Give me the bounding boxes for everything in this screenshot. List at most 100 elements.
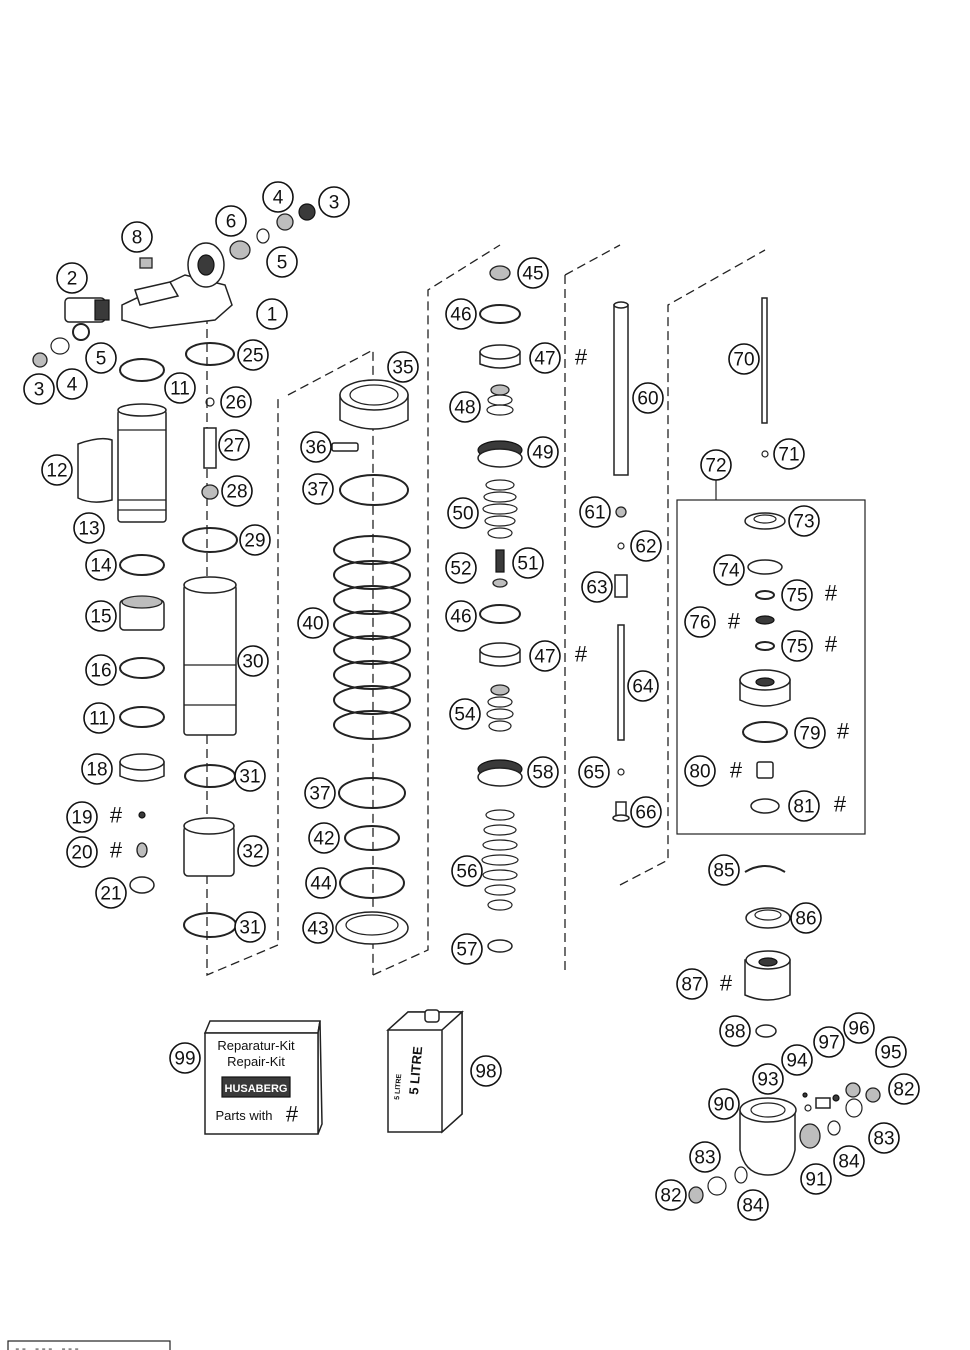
repair-kit-line3: Parts with [215, 1108, 272, 1123]
callout-circle [304, 777, 336, 809]
callout-circle [470, 1055, 502, 1087]
callout-circle [23, 373, 55, 405]
shock-head-assembly [32, 203, 316, 368]
callout-circle [719, 1015, 751, 1047]
callout-72: 72 [700, 449, 732, 481]
callout-97: 97 [813, 1026, 845, 1058]
callout-number: 13 [78, 519, 99, 540]
callout-circle [888, 1073, 920, 1105]
callout-circle [85, 654, 117, 686]
footer-code: -- ---.--- [14, 1344, 80, 1350]
callout-circle [300, 431, 332, 463]
repair-kit-hash-mark: # [110, 803, 123, 828]
callout-number: 61 [584, 503, 605, 524]
callout-circle [234, 911, 266, 943]
callout-62: 62 [630, 530, 662, 562]
callout-number: 64 [632, 677, 654, 698]
callout-circle [689, 1141, 721, 1173]
callout-number: 11 [170, 379, 190, 400]
callout-circle [790, 902, 822, 934]
callout-73: 73 [788, 505, 820, 537]
oil-can-side-label: 5 LITRE [394, 1073, 403, 1100]
callout-20: 20 [66, 836, 98, 868]
callout-circle [81, 753, 113, 785]
callout-number: 47 [534, 647, 555, 668]
callout-13: 13 [73, 512, 105, 544]
callout-number: 21 [100, 884, 121, 905]
callout-3: 3 [23, 373, 55, 405]
callout-51: 51 [512, 547, 544, 579]
callout-number: 51 [517, 554, 538, 575]
callout-number: 16 [90, 661, 111, 682]
callout-number: 4 [273, 188, 284, 209]
callout-94: 94 [781, 1044, 813, 1076]
spring-column [331, 379, 411, 945]
callout-circle [305, 867, 337, 899]
callout-circle [266, 246, 298, 278]
callout-circle [237, 339, 269, 371]
callout-circle [527, 436, 559, 468]
callout-number: 75 [786, 637, 807, 658]
callout-number: 72 [705, 456, 726, 477]
callout-number: 63 [586, 578, 607, 599]
callout-circle [527, 756, 559, 788]
callout-43: 43 [302, 912, 334, 944]
callout-26: 26 [220, 386, 252, 418]
callout-48: 48 [449, 391, 481, 423]
callout-number: 83 [694, 1148, 715, 1169]
callout-circle [318, 186, 350, 218]
callout-60: 60 [632, 382, 664, 414]
callout-2: 2 [56, 262, 88, 294]
callout-circle [627, 670, 659, 702]
callout-circle [517, 257, 549, 289]
callout-number: 5 [277, 253, 288, 274]
callout-number: 60 [637, 389, 658, 410]
callout-number: 31 [239, 918, 260, 939]
callout-number: 28 [226, 482, 247, 503]
callout-circle [308, 822, 340, 854]
callout-number: 27 [223, 436, 244, 457]
callout-96: 96 [843, 1012, 875, 1044]
callout-number: 5 [96, 349, 107, 370]
callout-28: 28 [221, 475, 253, 507]
callout-56: 56 [451, 855, 483, 887]
callout-11: 11 [83, 702, 115, 734]
callout-4: 4 [262, 181, 294, 213]
callout-circle [578, 756, 610, 788]
callout-number: 46 [450, 305, 471, 326]
callout-number: 76 [689, 613, 710, 634]
callout-number: 81 [793, 797, 814, 818]
repair-kit-line1: Reparatur-Kit [217, 1038, 295, 1053]
callout-circle [655, 1179, 687, 1211]
callout-number: 30 [242, 652, 263, 673]
callout-circle [843, 1012, 875, 1044]
callout-circle [781, 579, 813, 611]
callout-circle [95, 877, 127, 909]
callout-number: 58 [532, 763, 553, 784]
callout-number: 70 [733, 350, 754, 371]
callout-number: 90 [713, 1095, 734, 1116]
callout-circle [41, 454, 73, 486]
callout-circle [262, 181, 294, 213]
callout-circle [449, 391, 481, 423]
callout-14: 14 [85, 549, 117, 581]
callout-number: 49 [532, 443, 553, 464]
callout-1: 1 [256, 298, 288, 330]
callout-number: 88 [724, 1022, 745, 1043]
callout-number: 1 [267, 305, 278, 326]
callout-number: 62 [635, 537, 656, 558]
callout-number: 85 [713, 861, 734, 882]
callout-circle [632, 382, 664, 414]
brand-logo [221, 1076, 291, 1098]
callout-91: 91 [800, 1163, 832, 1195]
footer-code-box: -- ---.--- [7, 1340, 171, 1350]
callout-number: 6 [226, 212, 237, 233]
callout-circle [445, 600, 477, 632]
callout-circle [56, 368, 88, 400]
callout-number: 46 [450, 607, 471, 628]
callout-number: 80 [689, 762, 710, 783]
callout-circle [737, 1189, 769, 1221]
callout-circle [728, 343, 760, 375]
callout-79: 79 [794, 717, 826, 749]
bottom-eye-column [688, 865, 881, 1204]
